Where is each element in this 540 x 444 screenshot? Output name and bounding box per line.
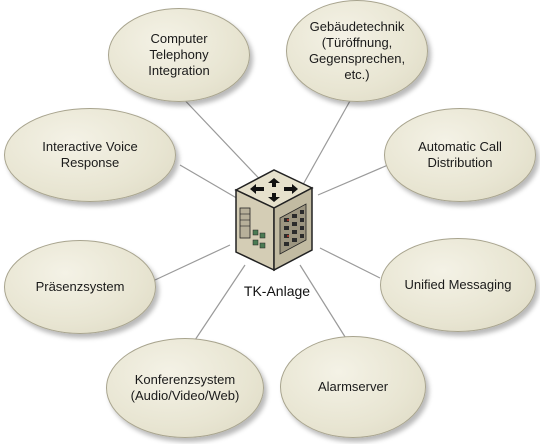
center-label: TK-Anlage [243,283,311,299]
node-acd: Automatic Call Distribution [384,108,536,202]
connector-um [319,247,381,279]
connector-gebaeude [299,91,356,191]
pbx-switch-icon [234,169,314,272]
node-gebaeude: Gebäudetechnik (Türöffnung, Gegenspreche… [286,0,428,102]
node-cti: Computer Telephony Integration [108,8,250,102]
connector-praesenz [154,244,231,281]
node-konferenz: Konferenzsystem (Audio/Video/Web) [106,338,264,438]
connector-acd [317,164,389,196]
connector-alarm [299,264,353,349]
connector-ivr [179,164,241,201]
connector-cti [176,91,271,191]
node-um: Unified Messaging [380,238,536,332]
node-ivr: Interactive Voice Response [4,108,176,202]
node-praesenz: Präsenzsystem [4,240,156,334]
node-alarm: Alarmserver [280,336,426,438]
